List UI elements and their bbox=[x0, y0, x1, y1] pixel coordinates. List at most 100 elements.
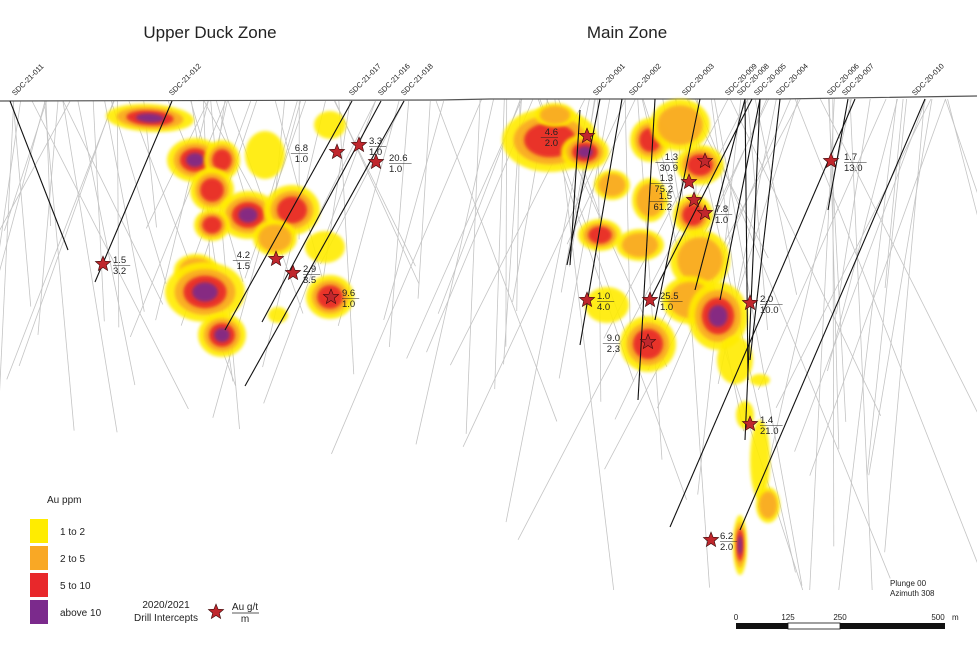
grade-shell-layer bbox=[588, 226, 612, 244]
grade-shell-layer bbox=[750, 420, 770, 500]
background-trace bbox=[794, 98, 927, 452]
grade-shell-layer bbox=[758, 491, 778, 519]
star-icon bbox=[639, 333, 657, 350]
grade-shell bbox=[535, 103, 575, 127]
grade-shell-layer bbox=[258, 224, 292, 252]
background-trace bbox=[675, 98, 710, 588]
background-trace bbox=[45, 100, 52, 226]
plunge-label: Plunge 00 bbox=[890, 579, 927, 588]
star-icon bbox=[267, 250, 285, 267]
background-trace bbox=[77, 100, 136, 386]
background-trace bbox=[947, 98, 977, 216]
grade-shell bbox=[676, 145, 724, 185]
background-trace bbox=[809, 98, 835, 591]
drill-trace bbox=[9, 100, 69, 251]
grade-shell-layer bbox=[192, 282, 218, 302]
intercept-grade: 9.6 bbox=[342, 288, 355, 299]
background-trace bbox=[31, 100, 189, 410]
drill-trace bbox=[744, 98, 749, 381]
drill-trace bbox=[719, 98, 761, 301]
intercept-grade: 6.2 bbox=[720, 531, 733, 542]
intercept-grade: 25.5 bbox=[660, 291, 679, 302]
background-trace bbox=[62, 100, 118, 433]
hole-label: SDC-20-002 bbox=[627, 62, 663, 98]
background-trace bbox=[729, 98, 882, 416]
grade-shell-layer bbox=[636, 183, 664, 217]
background-trace bbox=[944, 98, 977, 194]
intercept-length: 13.0 bbox=[844, 163, 863, 174]
intercepts-legend-units: Au g/t bbox=[232, 602, 258, 613]
grade-shell bbox=[194, 209, 230, 241]
star-icon bbox=[696, 152, 714, 169]
grade-shell-layer bbox=[585, 287, 629, 323]
drill-trace bbox=[244, 100, 405, 387]
intercept: 4.62.0 bbox=[540, 127, 596, 149]
background-trace bbox=[331, 98, 483, 455]
intercept-length: 3.2 bbox=[113, 266, 126, 277]
star-icon bbox=[284, 264, 302, 281]
intercept: 2.93.5 bbox=[284, 264, 321, 286]
drill-trace bbox=[579, 98, 623, 346]
intercept: 1.421.0 bbox=[741, 415, 783, 437]
intercept-grade: 1.0 bbox=[597, 291, 610, 302]
intercept: 6.81.0 bbox=[290, 143, 346, 165]
star-icon bbox=[322, 288, 340, 305]
intercept-length: 75.2 bbox=[655, 184, 674, 195]
scale-tick-label: 0 bbox=[734, 613, 739, 622]
intercepts-legend-label: 2020/2021 bbox=[142, 600, 190, 611]
background-trace bbox=[809, 98, 946, 476]
intercept-length: 2.3 bbox=[607, 344, 620, 355]
grade-shell bbox=[253, 220, 297, 256]
background-trace bbox=[747, 98, 769, 331]
background-trace bbox=[129, 100, 227, 338]
intercept-length: 30.9 bbox=[660, 163, 679, 174]
intercept-grade: 1.7 bbox=[844, 152, 857, 163]
legend-title: Au ppm bbox=[47, 495, 81, 506]
intercept-length: 4.0 bbox=[597, 302, 610, 313]
star-icon bbox=[702, 531, 720, 548]
intercept-length: 1.0 bbox=[660, 302, 673, 313]
background-trace bbox=[3, 100, 47, 231]
drill-trace bbox=[566, 98, 601, 266]
grade-shell-layer bbox=[314, 111, 346, 139]
background-trace bbox=[836, 98, 871, 315]
background-trace bbox=[0, 100, 71, 231]
background-trace bbox=[866, 98, 908, 475]
grade-shell bbox=[165, 262, 245, 322]
legend-label: 5 to 10 bbox=[60, 581, 91, 592]
star-icon bbox=[822, 152, 840, 169]
scale-segment bbox=[840, 623, 945, 629]
background-trace bbox=[18, 100, 114, 367]
intercept-length: 21.0 bbox=[760, 426, 779, 437]
background-trace bbox=[212, 100, 301, 418]
background-trace bbox=[884, 98, 926, 553]
grade-shell-layer bbox=[200, 178, 224, 202]
drill-trace bbox=[744, 98, 761, 441]
grade-shell-layer bbox=[135, 113, 165, 123]
grade-shell bbox=[190, 168, 234, 212]
background-trace bbox=[116, 100, 120, 328]
grade-shell bbox=[106, 103, 194, 133]
intercept-grade: 1.3 bbox=[665, 152, 678, 163]
intercept-length: 1.0 bbox=[715, 215, 728, 226]
drill-trace bbox=[654, 98, 701, 321]
background-trace bbox=[415, 98, 494, 445]
legend-swatch-above-10 bbox=[30, 600, 48, 624]
grade-shell bbox=[198, 313, 246, 357]
grade-shell bbox=[594, 170, 630, 200]
grade-shell-layer bbox=[202, 216, 222, 234]
drill-trace bbox=[569, 109, 581, 266]
background-trace bbox=[0, 100, 46, 271]
intercept-length: 1.0 bbox=[369, 147, 382, 158]
grade-shell bbox=[632, 178, 668, 222]
background-trace bbox=[884, 98, 904, 289]
intercept-length: 1.0 bbox=[389, 164, 402, 175]
background-trace bbox=[827, 98, 898, 372]
intercept-grade: 2.9 bbox=[303, 264, 316, 275]
background-trace bbox=[92, 100, 105, 322]
intercept: 1.53.2 bbox=[94, 255, 131, 277]
grade-shell bbox=[578, 219, 622, 251]
star-icon bbox=[685, 191, 703, 208]
star-icon bbox=[367, 153, 385, 170]
intercept: 25.51.0 bbox=[641, 291, 683, 313]
